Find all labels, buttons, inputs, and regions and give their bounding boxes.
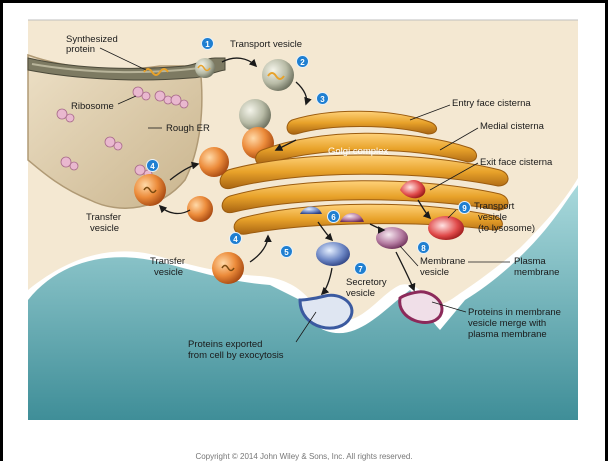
label-secretory-2: vesicle: [346, 289, 375, 299]
label-exit-face: Exit face cisterna: [480, 158, 552, 168]
label-transfer-lower-2: vesicle: [154, 268, 183, 278]
lysosome-vesicle: [428, 216, 464, 240]
membrane-vesicle: [376, 227, 408, 249]
label-ribosome: Ribosome: [71, 102, 114, 112]
label-membrane-vesicle-1: Membrane: [420, 257, 465, 267]
step-badge-4b: 4: [229, 232, 242, 245]
transport-vesicle: [262, 59, 294, 91]
label-plasma-membrane-2: membrane: [514, 268, 559, 278]
label-proteins-exported-2: from cell by exocytosis: [188, 351, 284, 361]
label-secretory-1: Secretory: [346, 278, 387, 288]
secretory-vesicle: [316, 242, 350, 266]
label-rough-er: Rough ER: [166, 124, 210, 134]
transfer-vesicle-1: [199, 147, 229, 177]
step-badge-8: 8: [417, 241, 430, 254]
step-badge-3: 3: [316, 92, 329, 105]
label-transfer-lower-1: Transfer: [150, 257, 185, 267]
label-medial: Medial cisterna: [480, 122, 544, 132]
label-transfer-upper-2: vesicle: [90, 224, 119, 234]
label-proteins-exported-1: Proteins exported: [188, 340, 262, 350]
step-badge-2: 2: [296, 55, 309, 68]
label-transport-lysosome-1: Transport: [474, 202, 514, 212]
label-transport-lysosome-2: vesicle: [478, 213, 507, 223]
label-membrane-vesicle-2: vesicle: [420, 268, 449, 278]
label-transport-vesicle: Transport vesicle: [230, 40, 302, 50]
step-badge-7: 7: [354, 262, 367, 275]
label-plasma-membrane-1: Plasma: [514, 257, 546, 267]
copyright: Copyright © 2014 John Wiley & Sons, Inc.…: [0, 452, 608, 461]
step-badge-6: 6: [327, 210, 340, 223]
step-badge-9: 9: [458, 201, 471, 214]
step-badge-4a: 4: [146, 159, 159, 172]
label-entry-face: Entry face cisterna: [452, 99, 531, 109]
step-badge-1: 1: [201, 37, 214, 50]
label-transfer-upper-1: Transfer: [86, 213, 121, 223]
grey-vesicle-entry: [239, 99, 271, 131]
transfer-vesicle-3: [187, 196, 213, 222]
label-synthesized-protein: Synthesized protein: [66, 35, 124, 55]
label-transport-lysosome-3: (to lysosome): [478, 224, 535, 234]
label-proteins-membrane-2: vesicle merge with: [468, 319, 546, 329]
step-badge-5: 5: [280, 245, 293, 258]
label-golgi-complex: Golgi complex: [328, 147, 388, 157]
label-proteins-membrane-1: Proteins in membrane: [468, 308, 561, 318]
label-proteins-membrane-3: plasma membrane: [468, 330, 547, 340]
